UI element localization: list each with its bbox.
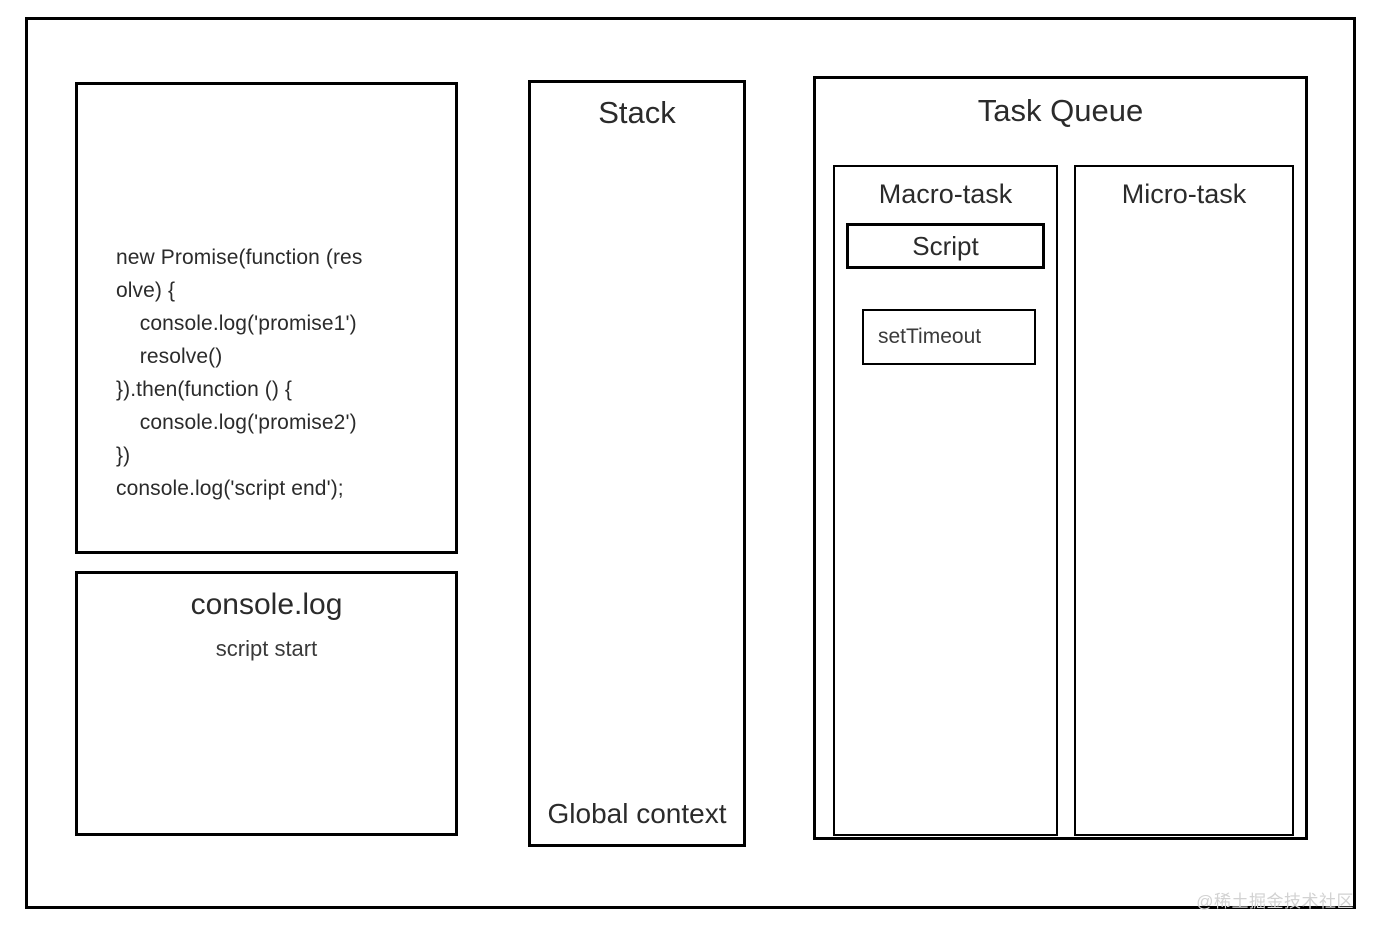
macro-task-column: Macro-task Script setTimeout xyxy=(833,165,1058,836)
stack-title: Stack xyxy=(598,95,676,130)
task-queue-panel: Task Queue Macro-task Script setTimeout … xyxy=(813,76,1308,840)
stack-frame-global-context: Global context xyxy=(547,798,727,829)
macro-task-title: Macro-task xyxy=(878,179,1013,209)
code-snippet: new Promise(function (res olve) { consol… xyxy=(116,246,363,500)
stack-panel: Stack Global context xyxy=(528,80,746,847)
task-queue-title: Task Queue xyxy=(977,93,1144,128)
macro-task-item-script: Script xyxy=(846,223,1045,269)
console-log-entry: script start xyxy=(215,636,318,661)
console-log-title: console.log xyxy=(190,588,343,621)
micro-task-column: Micro-task xyxy=(1074,165,1294,836)
watermark: @稀土掘金技术社区 xyxy=(1196,892,1354,911)
macro-task-item-settimeout: setTimeout xyxy=(862,309,1036,365)
code-panel: new Promise(function (res olve) { consol… xyxy=(75,82,458,554)
console-log-panel: console.log script start xyxy=(75,571,458,836)
micro-task-title: Micro-task xyxy=(1121,179,1247,209)
